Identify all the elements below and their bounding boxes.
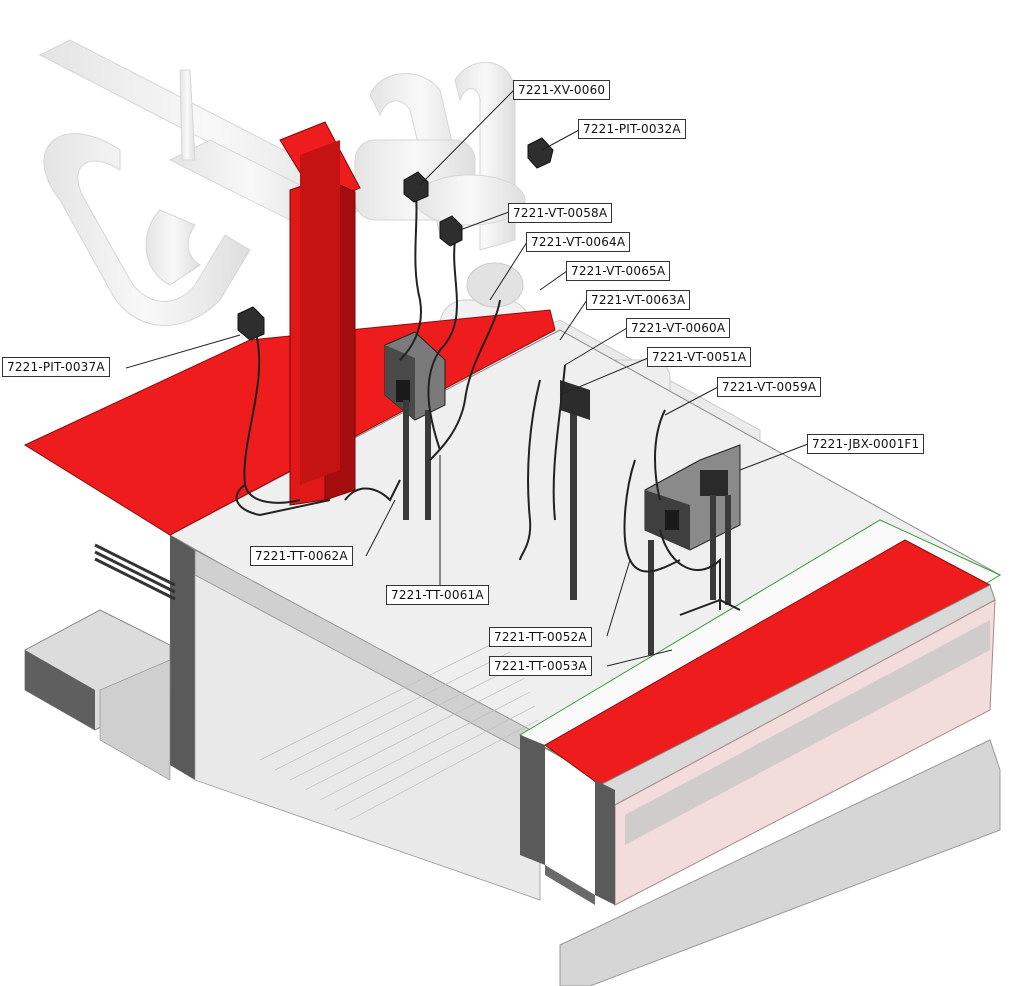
instrument-cables <box>235 184 741 616</box>
tag-vt-0064a: 7221-VT-0064A <box>526 232 631 252</box>
tag-tt-0053a: 7221-TT-0053A <box>489 656 592 676</box>
tag-vt-0065a: 7221-VT-0065A <box>566 261 671 281</box>
tag-vt-0058a: 7221-VT-0058A <box>508 203 613 223</box>
cable-trench <box>518 519 1002 906</box>
instrument-transmitter-icon <box>237 137 554 341</box>
tag-vt-0063a: 7221-VT-0063A <box>586 290 691 310</box>
tag-vt-0051a: 7221-VT-0051A <box>647 347 752 367</box>
tag-pit-0037a: 7221-PIT-0037A <box>2 357 110 377</box>
tag-tt-0062a: 7221-TT-0062A <box>250 546 353 566</box>
tag-xv-0060: 7221-XV-0060 <box>513 80 611 100</box>
tag-pit-0032a: 7221-PIT-0032A <box>578 119 686 139</box>
tag-vt-0060a: 7221-VT-0060A <box>626 318 731 338</box>
foundation-block <box>559 739 1001 986</box>
ghost-pipework <box>38 39 526 326</box>
tag-tt-0052a: 7221-TT-0052A <box>489 627 592 647</box>
tag-jbx-0001f1: 7221-JBX-0001F1 <box>807 434 925 454</box>
junction-box-icon <box>384 331 741 551</box>
tag-vt-0059a: 7221-VT-0059A <box>717 377 822 397</box>
red-steel-column <box>279 121 361 506</box>
tag-tt-0061a: 7221-TT-0061A <box>386 585 489 605</box>
equipment-stands <box>403 380 731 655</box>
leader-lines <box>125 89 809 667</box>
